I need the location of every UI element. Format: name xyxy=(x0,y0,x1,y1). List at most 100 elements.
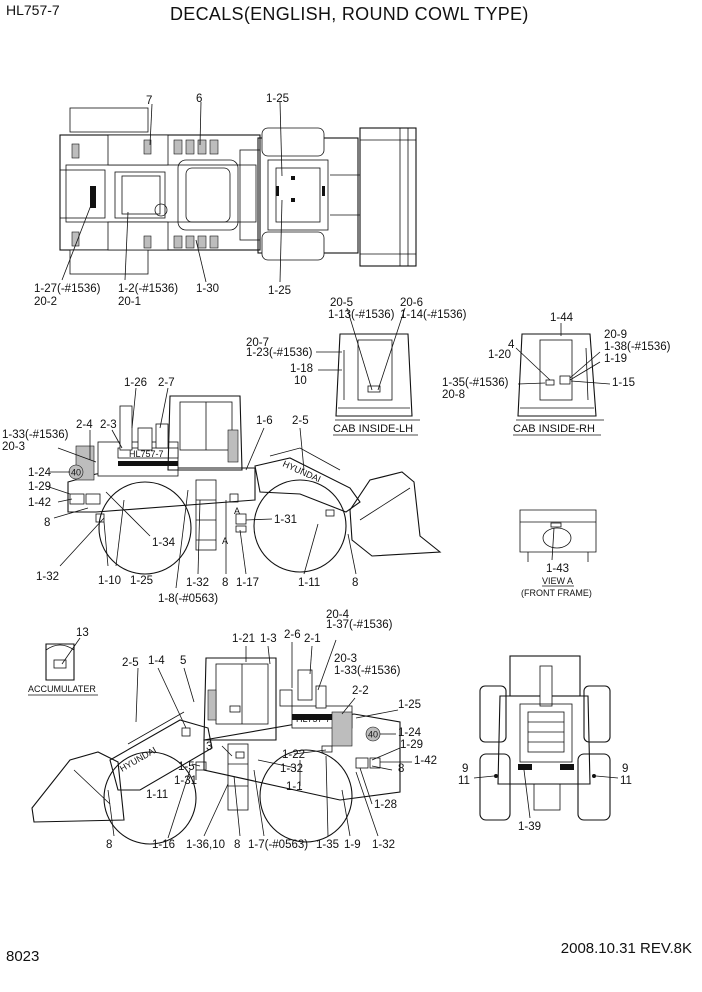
model-number: HL757-7 xyxy=(6,2,60,18)
speed-limit-decal-rh: 40 xyxy=(368,730,378,740)
model-badge-decal-lh: HL757-7 xyxy=(129,449,164,459)
top-view-loader xyxy=(59,107,417,275)
callout-label: 9 xyxy=(622,763,628,775)
callout-label: 20-8 xyxy=(442,389,465,401)
view-a-arrow-label: A xyxy=(234,506,240,516)
page-title: DECALS(ENGLISH, ROUND COWL TYPE) xyxy=(170,4,529,24)
callout-label: 1-5 xyxy=(178,761,195,773)
callout-label: 1-32 xyxy=(36,571,59,583)
model-badge-decal-rh: HL757-7 xyxy=(296,714,331,724)
callout-label: 1-17 xyxy=(236,577,259,589)
callout-label: 20-1 xyxy=(118,296,141,308)
callout-label: 1-37(-#1536) xyxy=(326,619,393,631)
callout-label: 9 xyxy=(462,763,468,775)
callout-label: 1-43 xyxy=(546,563,569,575)
callout-label: 1-35 xyxy=(316,839,339,851)
callout-label: 20-9 xyxy=(604,329,627,341)
cab-rh-labels: 1-44 20-9 4 1-38(-#1536) 1-20 1-19 1-35(… xyxy=(442,312,671,401)
callout-label: 2-3 xyxy=(100,419,117,431)
left-side-view-loader xyxy=(67,395,442,575)
callout-label: 1-14(-#1536) xyxy=(400,309,467,321)
callout-label: 1-6 xyxy=(256,415,273,427)
callout-label: 1-29 xyxy=(28,481,51,493)
callout-label: 1-24 xyxy=(28,467,52,479)
callout-label: 1-19 xyxy=(604,353,627,365)
callout-label: 1-36,10 xyxy=(186,839,225,851)
callout-label: 1-32 xyxy=(186,577,209,589)
callout-label: 8 xyxy=(44,517,50,529)
callout-label: 2-5 xyxy=(122,657,139,669)
cab-inside-lh xyxy=(316,307,420,421)
date-revision: 2008.10.31 REV.8K xyxy=(560,940,692,957)
rear-view-labels: 9 11 9 11 1-39 xyxy=(458,763,632,833)
callout-label: 8 xyxy=(222,577,228,589)
callout-label: 1-25 xyxy=(130,575,153,587)
callout-label: 6 xyxy=(196,93,202,105)
accumulator-detail xyxy=(45,637,81,681)
callout-label: 1-33(-#1536) xyxy=(334,665,401,677)
callout-label: 1-42 xyxy=(28,497,51,509)
callout-label: 1-11 xyxy=(298,577,320,589)
callout-label: 3 xyxy=(206,741,212,753)
callout-label: 8 xyxy=(398,763,404,775)
callout-label: 1-34 xyxy=(152,537,176,549)
callout-label: 1-28 xyxy=(374,799,397,811)
view-a-arrow-label-2: A xyxy=(222,536,228,546)
callout-label: 1-8(-#0563) xyxy=(158,593,218,605)
callout-label: 1-21 xyxy=(232,633,255,645)
accumulater-caption: ACCUMULATER xyxy=(28,684,96,694)
callout-label: 2-5 xyxy=(292,415,309,427)
view-a-caption: VIEW A xyxy=(542,576,573,586)
cab-inside-lh-caption: CAB INSIDE-LH xyxy=(333,423,413,435)
left-side-labels: 1-26 2-7 1-33(-#1536) 20-3 2-4 2-3 1-6 2… xyxy=(2,377,358,605)
callout-label: 5 xyxy=(180,655,186,667)
callout-label: 20-5 xyxy=(330,297,353,309)
callout-label: 2-1 xyxy=(304,633,321,645)
callout-label: 10 xyxy=(294,375,307,387)
callout-label: 8 xyxy=(352,577,358,589)
callout-label: 1-4 xyxy=(148,655,165,667)
rear-view-loader xyxy=(479,655,611,821)
callout-label: 1-30 xyxy=(196,283,219,295)
cab-inside-rh-caption: CAB INSIDE-RH xyxy=(513,423,595,435)
callout-label: 7 xyxy=(146,95,152,107)
brand-decal-rh: HYUNDAI xyxy=(118,745,158,774)
callout-label: 1-31 xyxy=(174,775,197,787)
callout-label: 1-35(-#1536) xyxy=(442,377,509,389)
callout-label: 20-4 xyxy=(326,609,350,621)
callout-label: 1-22 xyxy=(282,749,305,761)
left-side-view-leaders xyxy=(45,387,357,589)
callout-label: 8 xyxy=(234,839,240,851)
callout-label: 1-16 xyxy=(152,839,175,851)
callout-label: 1-32 xyxy=(280,763,303,775)
callout-label: 20-7 xyxy=(246,337,269,349)
top-view-leaders xyxy=(61,101,283,283)
callout-label: 20-3 xyxy=(334,653,357,665)
view-a-labels: 1-43 xyxy=(546,563,569,575)
callout-label: 4 xyxy=(508,339,515,351)
captions: CAB INSIDE-LH CAB INSIDE-RH VIEW A (FRON… xyxy=(28,423,601,696)
callout-label: 1-13(-#1536) xyxy=(328,309,395,321)
rear-view-leaders xyxy=(473,769,619,819)
callout-label: 11 xyxy=(620,775,632,787)
callout-label: 1-11 xyxy=(146,789,168,801)
callout-label: 1-32 xyxy=(372,839,395,851)
callout-label: 1-42 xyxy=(414,755,437,767)
callout-label: 2-2 xyxy=(352,685,369,697)
view-a-front-frame xyxy=(519,509,597,562)
callout-label: 1-25 xyxy=(268,285,291,297)
callout-label: 1-24 xyxy=(398,727,422,739)
callout-label: 1-31 xyxy=(274,514,297,526)
callout-label: 1-27(-#1536) xyxy=(34,283,101,295)
right-side-labels: 20-4 1-37(-#1536) 1-21 1-3 2-6 2-1 20-3 … xyxy=(106,609,437,851)
speed-limit-decal: 40 xyxy=(71,468,81,478)
cab-lh-labels: 20-5 1-13(-#1536) 20-6 1-14(-#1536) 20-7… xyxy=(246,297,467,387)
callout-label: 1-38(-#1536) xyxy=(604,341,671,353)
callout-label: 1-15 xyxy=(612,377,635,389)
callout-label: 2-4 xyxy=(76,419,93,431)
callout-label: 1-3 xyxy=(260,633,277,645)
callout-label: 1-44 xyxy=(550,312,574,324)
callout-label: 1-1 xyxy=(286,781,303,793)
right-side-view-loader xyxy=(31,657,401,845)
